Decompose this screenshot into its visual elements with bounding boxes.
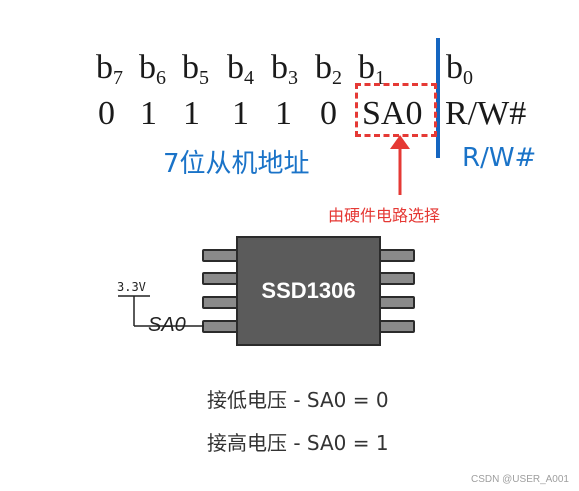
selection-note: 由硬件电路选择 bbox=[328, 206, 441, 225]
bit-b6: b6 bbox=[139, 49, 166, 90]
voltage-label: 3.3V bbox=[117, 280, 146, 294]
bit-b2: b2 bbox=[315, 49, 342, 90]
watermark: CSDN @USER_A001 bbox=[471, 474, 569, 485]
sa0-wire-icon bbox=[118, 295, 204, 327]
chip-pin-right-3 bbox=[379, 296, 415, 309]
arrow-icon bbox=[390, 135, 410, 195]
value-b4: 1 bbox=[232, 95, 249, 132]
chip-name: SSD1306 bbox=[261, 278, 356, 303]
bit-b7: b7 bbox=[96, 49, 123, 90]
value-b3: 1 bbox=[275, 95, 292, 132]
chip-pin-right-1 bbox=[379, 249, 415, 262]
value-b7: 0 bbox=[98, 95, 115, 132]
bit-b5: b5 bbox=[182, 49, 209, 90]
formula-high: 接高电压 - SA0 = 1 bbox=[207, 431, 389, 455]
bit-b4: b4 bbox=[227, 49, 254, 90]
sa0-pin-label: SA0 bbox=[148, 314, 186, 336]
bit-b0: b0 bbox=[446, 49, 473, 90]
bit-b1: b1 bbox=[358, 49, 385, 90]
rw-label: R/W# bbox=[462, 143, 537, 173]
chip-pin-left-3 bbox=[202, 296, 238, 309]
value-b2: 0 bbox=[320, 95, 337, 132]
ssd1306-chip: SSD1306 bbox=[236, 236, 381, 346]
chip-pin-right-2 bbox=[379, 272, 415, 285]
formula-low: 接低电压 - SA0 = 0 bbox=[207, 388, 389, 412]
bit-divider-line bbox=[436, 38, 440, 158]
value-sa0: SA0 bbox=[362, 95, 423, 132]
value-b5: 1 bbox=[183, 95, 200, 132]
chip-pin-right-4 bbox=[379, 320, 415, 333]
bit-b3: b3 bbox=[271, 49, 298, 90]
sa0-highlight-box bbox=[355, 83, 437, 137]
slave-address-label: 7位从机地址 bbox=[163, 149, 310, 179]
value-rw: R/W# bbox=[445, 95, 527, 132]
chip-pin-left-2 bbox=[202, 272, 238, 285]
chip-pin-left-4 bbox=[202, 320, 238, 333]
chip-pin-left-1 bbox=[202, 249, 238, 262]
value-b6: 1 bbox=[140, 95, 157, 132]
